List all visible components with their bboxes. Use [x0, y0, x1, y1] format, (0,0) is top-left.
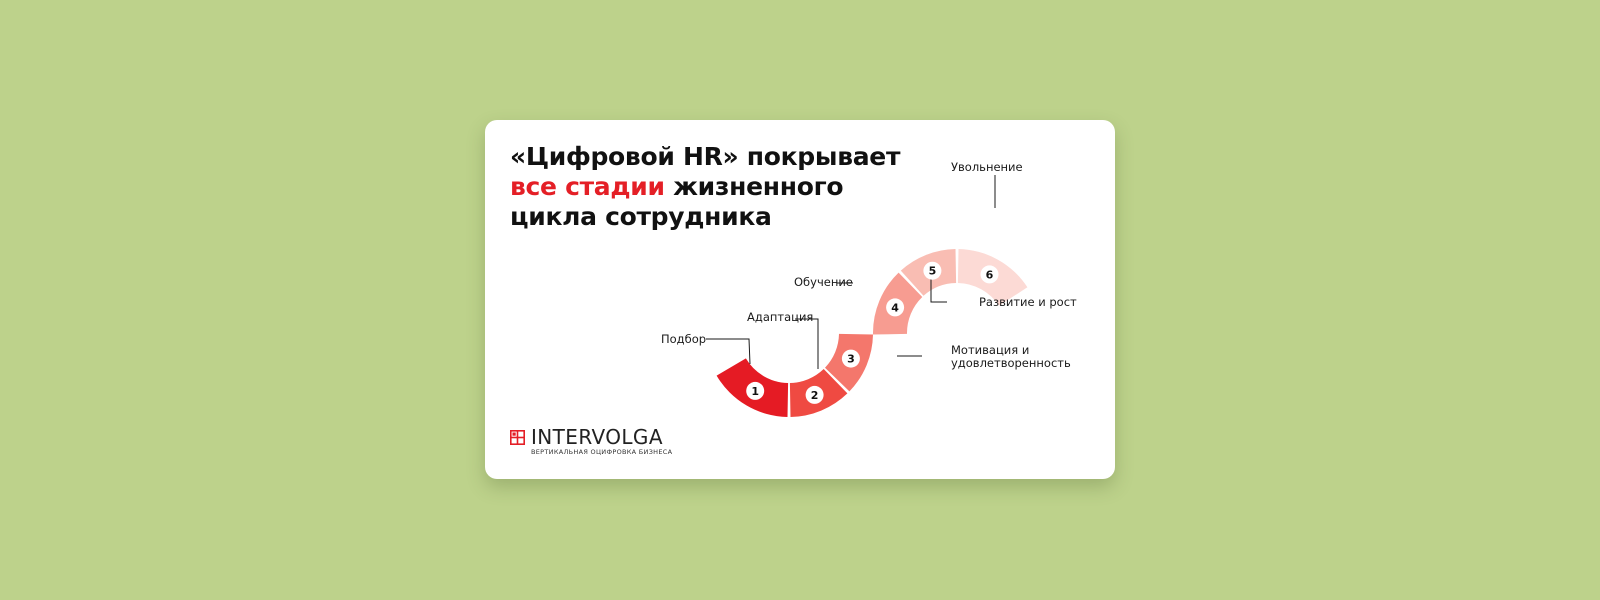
title-line-1: «Цифровой HR» покрывает	[510, 142, 901, 171]
stage-number-2: 2	[811, 389, 819, 402]
title-line-3: цикла сотрудника	[510, 202, 772, 231]
label-adaptatsiya: Адаптация	[747, 310, 814, 324]
label-motivatsiya: Мотивация и удовлетворенность	[951, 344, 1071, 370]
stage-number-3: 3	[847, 353, 855, 366]
stage-badge-2	[805, 385, 824, 404]
stage-number-4: 4	[891, 301, 899, 314]
stage-badge-4	[886, 298, 905, 317]
card: «Цифровой HR» покрывает все стадии жизне…	[485, 120, 1115, 479]
stage-number-6: 6	[986, 268, 994, 281]
page-title: «Цифровой HR» покрывает все стадии жизне…	[510, 142, 940, 232]
stage-number-5: 5	[929, 265, 937, 278]
stage-number-1: 1	[751, 385, 759, 398]
stage-badge-6	[980, 265, 999, 284]
stage-badge-5	[923, 261, 942, 280]
label-razvitie: Развитие и рост	[979, 295, 1077, 309]
title-accent: все стадии	[510, 172, 665, 201]
leader-podbor	[706, 338, 751, 365]
stage-badge-3	[841, 349, 860, 368]
intervolga-logo-mark-icon	[510, 430, 525, 445]
title-line-2-rest: жизненного	[664, 172, 844, 201]
leader-adaptatsiya	[795, 318, 819, 369]
title-line-2: все стадии жизненного	[510, 172, 940, 202]
lifecycle-diagram: 1 2 3 4 5 6	[706, 175, 1028, 417]
stage-badge-1	[746, 381, 765, 400]
label-motivatsiya-line-2: удовлетворенность	[951, 356, 1071, 370]
label-motivatsiya-line-1: Мотивация и	[951, 343, 1030, 357]
label-obuchenie: Обучение	[794, 275, 853, 289]
label-uvolnenie: Увольнение	[951, 160, 1023, 174]
logo-tagline: ВЕРТИКАЛЬНАЯ ОЦИФРОВКА БИЗНЕСА	[531, 448, 673, 456]
label-podbor: Подбор	[661, 332, 707, 346]
stage-badges: 1 2 3 4 5 6	[746, 261, 999, 404]
logo-wordmark: INTERVOLGA	[531, 425, 663, 449]
callout-leaders	[706, 175, 996, 369]
